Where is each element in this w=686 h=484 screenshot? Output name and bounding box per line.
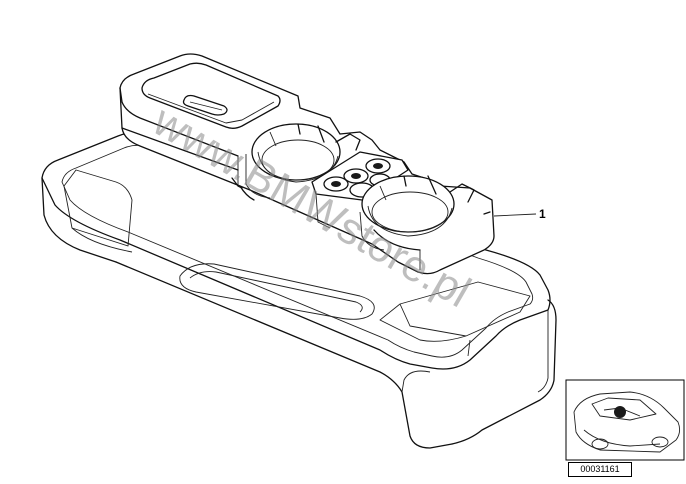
vehicle-thumbnail — [565, 379, 685, 461]
car-location-icon — [573, 391, 681, 453]
console-base — [41, 131, 557, 449]
location-marker — [614, 406, 626, 418]
callout-label-1: 1 — [539, 207, 546, 221]
reference-code: 00031161 — [568, 462, 632, 477]
leader-line — [493, 213, 537, 217]
callout-1: 1 — [493, 207, 546, 221]
cup-holder-insert — [119, 53, 495, 275]
